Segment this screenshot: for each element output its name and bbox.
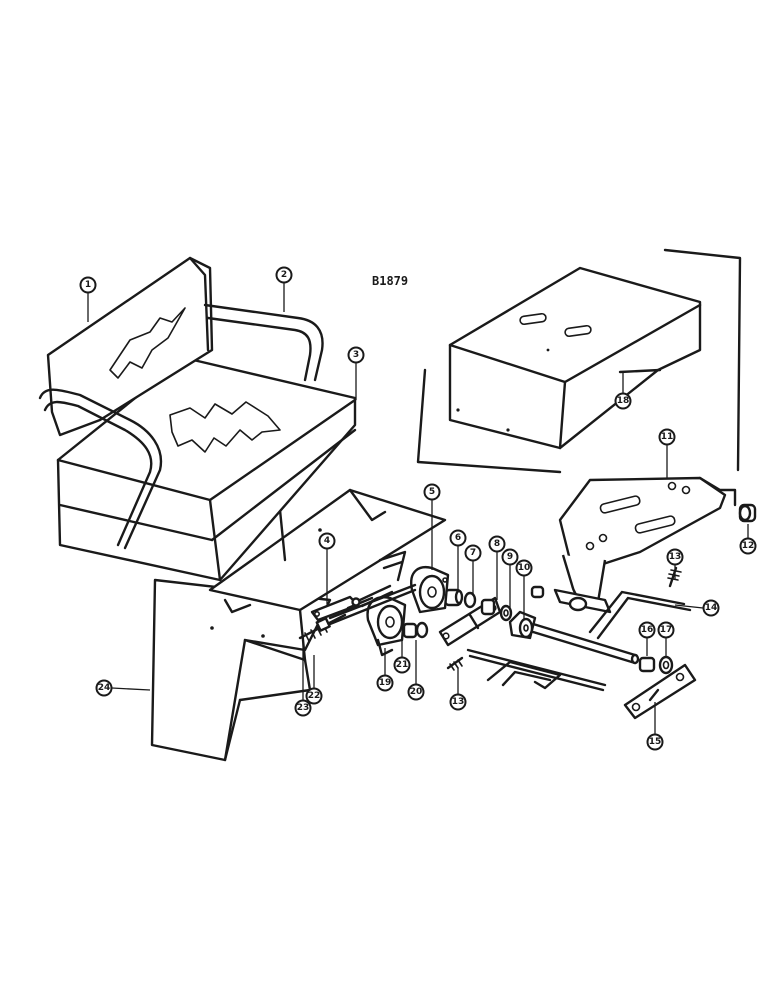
- pivot-bearing-5: [410, 566, 450, 614]
- callout-15-label: 15: [649, 737, 662, 747]
- callout-16-label: 16: [641, 625, 654, 635]
- callout-14-label: 14: [705, 603, 718, 613]
- callout-23-label: 23: [297, 703, 310, 713]
- callout-22: 22: [305, 687, 323, 705]
- callout-17-label: 17: [660, 625, 673, 635]
- callout-13-lower-label: 13: [452, 697, 465, 707]
- bushing-16: [638, 656, 656, 673]
- callout-5: 5: [423, 483, 441, 501]
- callout-19-label: 19: [379, 678, 392, 688]
- callout-17: 17: [657, 621, 675, 639]
- bushing-21: [402, 622, 418, 639]
- callout-5-label: 5: [429, 487, 435, 497]
- callout-2: 2: [275, 266, 293, 284]
- bushing-20: [415, 621, 429, 639]
- callout-7: 7: [464, 544, 482, 562]
- nut-22: [315, 617, 331, 632]
- callout-1-label: 1: [85, 280, 91, 290]
- callout-20-label: 20: [410, 687, 423, 697]
- callout-21: 21: [393, 656, 411, 674]
- callout-12: 12: [739, 537, 757, 555]
- callout-24-label: 24: [98, 683, 111, 693]
- roll-pin-lower: [446, 656, 464, 671]
- callout-leaders: [87, 282, 749, 734]
- callout-16: 16: [638, 621, 656, 639]
- washer-17: [658, 655, 674, 675]
- mounting-bracket: [553, 476, 737, 614]
- callout-8: 8: [488, 535, 506, 553]
- seat-back: [46, 256, 214, 437]
- bushing-12: [738, 503, 757, 523]
- seat-support-panel: [150, 578, 332, 762]
- callout-2-label: 2: [281, 270, 287, 280]
- callout-10-label: 10: [518, 563, 531, 573]
- callout-8-label: 8: [494, 539, 500, 549]
- callout-20: 20: [407, 683, 425, 701]
- callout-21-label: 21: [396, 660, 409, 670]
- washer-9: [499, 604, 513, 622]
- callout-7-label: 7: [470, 548, 476, 558]
- callout-23: 23: [294, 699, 312, 717]
- assembly-bracket-lines: [416, 248, 742, 474]
- washer-7: [463, 591, 477, 609]
- callout-11-label: 11: [661, 432, 674, 442]
- diagram-id-label: B1879: [372, 274, 408, 288]
- spacer-8: [480, 598, 496, 616]
- callout-10: 10: [515, 559, 533, 577]
- callout-6: 6: [449, 529, 467, 547]
- lower-rod: [466, 648, 607, 692]
- callout-14: 14: [702, 599, 720, 617]
- seat-handrail: [38, 303, 324, 550]
- callout-18: 18: [614, 392, 632, 410]
- callout-13-lower: 13: [449, 693, 467, 711]
- callout-3-label: 3: [353, 350, 359, 360]
- callout-24: 24: [95, 679, 113, 697]
- pin-near-10: [530, 585, 545, 599]
- callout-18-label: 18: [617, 396, 630, 406]
- shelf-bolts: [351, 584, 394, 608]
- callout-4: 4: [318, 532, 336, 550]
- hood-cover: [448, 266, 702, 450]
- callout-12-label: 12: [742, 541, 755, 551]
- pedal-shaft: [518, 590, 692, 665]
- callout-15: 15: [646, 733, 664, 751]
- bushing-6: [443, 588, 464, 607]
- callout-11: 11: [658, 428, 676, 446]
- callout-9: 9: [501, 548, 519, 566]
- end-plate-15: [623, 663, 697, 720]
- callout-6-label: 6: [455, 533, 461, 543]
- callout-4-label: 4: [324, 536, 330, 546]
- callout-9-label: 9: [507, 552, 513, 562]
- bushing-10: [508, 610, 537, 640]
- callout-13-upper-label: 13: [669, 552, 682, 562]
- callout-19: 19: [376, 674, 394, 692]
- callout-1: 1: [79, 276, 97, 294]
- callout-13-upper: 13: [666, 548, 684, 566]
- callout-22-label: 22: [308, 691, 321, 701]
- callout-3: 3: [347, 346, 365, 364]
